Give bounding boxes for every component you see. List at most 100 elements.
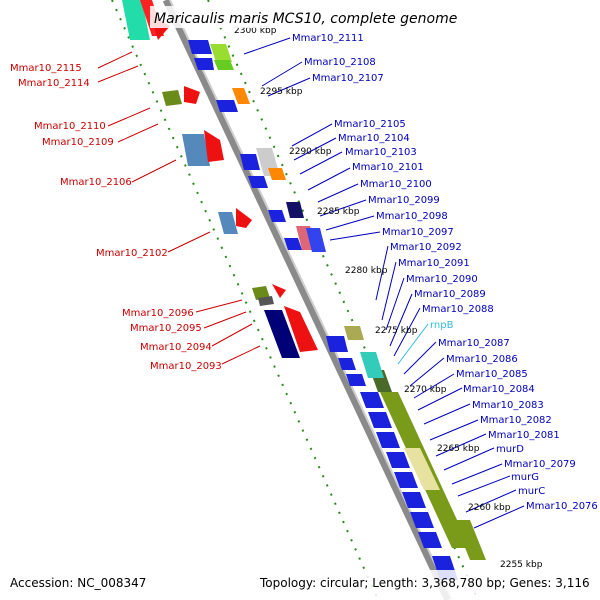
leader-2092 bbox=[375, 245, 389, 301]
gene-label-2081[interactable]: Mmar10_2081 bbox=[488, 430, 560, 441]
title-backdrop bbox=[150, 6, 450, 28]
leader-2115 bbox=[97, 51, 133, 69]
leader-2093 bbox=[221, 345, 261, 365]
gene-label-2111[interactable]: Mmar10_2111 bbox=[292, 33, 364, 44]
red-block-2093 bbox=[284, 306, 318, 352]
gene-label-murC[interactable]: murC bbox=[518, 486, 545, 497]
blue-arrow-3 bbox=[216, 100, 238, 112]
leader-2101 bbox=[307, 167, 351, 191]
blue-block-2102 bbox=[218, 212, 238, 234]
gene-label-2102[interactable]: Mmar10_2102 bbox=[96, 248, 168, 259]
gene-label-2084[interactable]: Mmar10_2084 bbox=[463, 384, 535, 395]
gene-label-2103[interactable]: Mmar10_2103 bbox=[345, 147, 417, 158]
gene-label-rnpB[interactable]: rnpB bbox=[430, 320, 454, 331]
tick-2260: 2260 kbp bbox=[468, 503, 511, 513]
gene-label-2085[interactable]: Mmar10_2085 bbox=[456, 369, 528, 380]
genome-title: Maricaulis maris MCS10, complete genome bbox=[154, 11, 457, 27]
gene-label-2076[interactable]: Mmar10_2076 bbox=[526, 501, 598, 512]
leader-2100 bbox=[317, 183, 359, 203]
tick-2270: 2270 kbp bbox=[404, 385, 447, 395]
gc-band-light bbox=[404, 448, 440, 490]
gene-label-2096[interactable]: Mmar10_2096 bbox=[122, 308, 194, 319]
leader-2106 bbox=[131, 159, 177, 183]
orange-block-2103 bbox=[268, 168, 286, 180]
gene-label-2094[interactable]: Mmar10_2094 bbox=[140, 342, 212, 353]
gene-label-2090[interactable]: Mmar10_2090 bbox=[406, 274, 478, 285]
gene-label-2079[interactable]: Mmar10_2079 bbox=[504, 459, 576, 470]
gene-label-2105[interactable]: Mmar10_2105 bbox=[334, 119, 406, 130]
leader-2102 bbox=[167, 231, 211, 253]
leader-2097 bbox=[329, 231, 381, 241]
leader-2111 bbox=[243, 37, 291, 55]
gene-label-2107[interactable]: Mmar10_2107 bbox=[312, 73, 384, 84]
leader-2086 bbox=[409, 357, 445, 387]
gene-label-2091[interactable]: Mmar10_2091 bbox=[398, 258, 470, 269]
gene-label-2104[interactable]: Mmar10_2104 bbox=[338, 133, 410, 144]
blue-arrow-2086 bbox=[338, 358, 356, 370]
blue-block-2097 bbox=[306, 228, 326, 252]
leader-lines bbox=[97, 37, 525, 529]
right-gene-labels: Mmar10_2111 Mmar10_2108 Mmar10_2107 Mmar… bbox=[292, 33, 598, 512]
leader-2084 bbox=[417, 387, 463, 411]
tick-2290: 2290 kbp bbox=[289, 147, 332, 157]
olive-block-2088 bbox=[344, 326, 364, 340]
gene-label-2088[interactable]: Mmar10_2088 bbox=[422, 304, 494, 315]
leader-2088 bbox=[393, 307, 421, 357]
blue-arrow-murC bbox=[410, 512, 434, 528]
blue-arrow-2083 bbox=[360, 392, 384, 408]
red-block-2106 bbox=[204, 130, 224, 162]
leader-2105 bbox=[291, 123, 333, 147]
gene-label-2086[interactable]: Mmar10_2086 bbox=[446, 354, 518, 365]
red-arrow-2109 bbox=[184, 86, 200, 104]
blue-arrow-2076 bbox=[418, 532, 442, 548]
tick-2280: 2280 kbp bbox=[345, 266, 388, 276]
blue-block-2106 bbox=[182, 134, 210, 166]
blue-arrow-2087 bbox=[326, 336, 348, 352]
olive-block-2110 bbox=[162, 90, 182, 106]
tick-2285: 2285 kbp bbox=[317, 207, 360, 217]
accession-text: Accession: NC_008347 bbox=[10, 576, 146, 590]
gene-label-2100[interactable]: Mmar10_2100 bbox=[360, 179, 432, 190]
gc-band-olive-lower bbox=[454, 520, 486, 560]
gene-label-2083[interactable]: Mmar10_2083 bbox=[472, 400, 544, 411]
leader-2108 bbox=[261, 61, 303, 87]
gene-label-2106[interactable]: Mmar10_2106 bbox=[60, 177, 132, 188]
leader-2091 bbox=[381, 261, 397, 321]
red-arrow-2102 bbox=[236, 208, 252, 228]
gene-label-2089[interactable]: Mmar10_2089 bbox=[414, 289, 486, 300]
orange-block bbox=[232, 88, 250, 104]
red-arrow-2096 bbox=[272, 284, 286, 298]
gene-label-murD[interactable]: murD bbox=[496, 444, 524, 455]
gene-label-murG[interactable]: murG bbox=[511, 472, 539, 483]
gene-label-2110[interactable]: Mmar10_2110 bbox=[34, 121, 106, 132]
leader-2110 bbox=[107, 107, 151, 127]
navy-block-2100 bbox=[286, 202, 304, 218]
gene-label-2114[interactable]: Mmar10_2114 bbox=[18, 78, 90, 89]
scale-ticks: 2300 kbp 2295 kbp 2290 kbp 2285 kbp 2280… bbox=[234, 26, 543, 570]
blue-arrow-2101 bbox=[248, 176, 268, 188]
gene-label-2092[interactable]: Mmar10_2092 bbox=[390, 242, 462, 253]
leader-2114 bbox=[97, 65, 139, 83]
gene-label-2082[interactable]: Mmar10_2082 bbox=[480, 415, 552, 426]
inner-track-dots bbox=[111, 0, 379, 600]
blue-arrow-murG bbox=[402, 492, 426, 508]
gene-label-2098[interactable]: Mmar10_2098 bbox=[376, 211, 448, 222]
tick-2255: 2255 kbp bbox=[500, 560, 543, 570]
feature-teal-block bbox=[122, 0, 150, 40]
gene-label-2097[interactable]: Mmar10_2097 bbox=[382, 227, 454, 238]
gene-label-2093[interactable]: Mmar10_2093 bbox=[150, 361, 222, 372]
leader-2109 bbox=[117, 123, 159, 143]
gene-label-2101[interactable]: Mmar10_2101 bbox=[352, 162, 424, 173]
gene-label-2108[interactable]: Mmar10_2108 bbox=[304, 57, 376, 68]
tick-2300: 2300 kbp bbox=[234, 26, 277, 36]
gene-label-2099[interactable]: Mmar10_2099 bbox=[368, 195, 440, 206]
leader-2085 bbox=[413, 373, 455, 399]
gene-label-2087[interactable]: Mmar10_2087 bbox=[438, 338, 510, 349]
gene-label-2109[interactable]: Mmar10_2109 bbox=[42, 137, 114, 148]
olive-block-2096 bbox=[252, 286, 270, 300]
gene-label-2095[interactable]: Mmar10_2095 bbox=[130, 323, 202, 334]
gene-label-2115[interactable]: Mmar10_2115 bbox=[10, 63, 82, 74]
blue-arrow-2084 bbox=[346, 374, 366, 386]
blue-arrow-2099 bbox=[268, 210, 286, 222]
